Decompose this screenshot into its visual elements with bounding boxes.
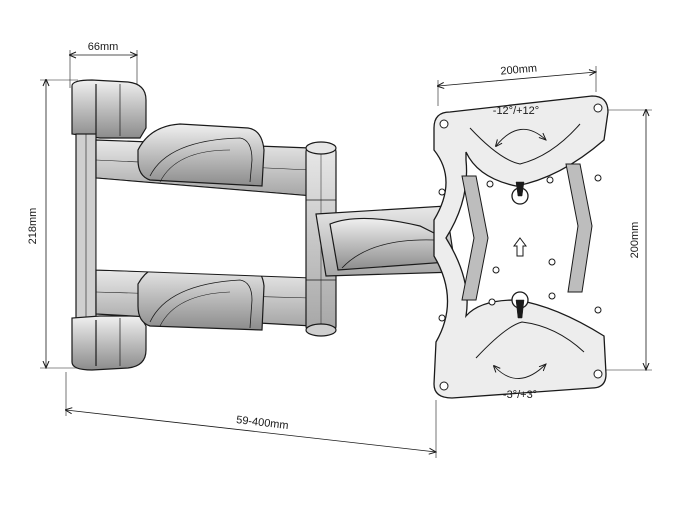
dimension-extension: 59-400mm [66,372,436,458]
wall-plate [71,79,147,371]
height-label: 218mm [27,208,39,245]
mounting-hole [439,381,449,391]
depth-label: 66mm [88,41,119,53]
extension-label: 59-400mm [236,414,290,432]
dimension-vesa-height: 200mm [606,110,652,370]
tilt-indicator: -12°/+12° [493,105,546,146]
mounting-hole [594,306,602,314]
mounting-hole [593,369,603,379]
tilt-label: -12°/+12° [493,105,539,117]
mounting-holes [438,103,603,391]
mounting-hole [488,298,496,306]
vesa-plate [433,95,609,399]
front-arm [315,205,457,277]
dimension-height-218: 218mm [27,80,78,368]
swivel-indicator: -3°/+3° [494,364,546,401]
mounting-hole [548,292,556,300]
mounting-hole [492,266,500,274]
mounting-hole [593,103,603,113]
mounting-hole [546,176,554,184]
mounting-hole [548,258,556,266]
mounting-hole [486,180,494,188]
dimension-depth-66: 66mm [70,41,137,88]
mounting-hole [438,314,446,322]
mounting-hole [438,188,446,196]
vesa-height-label: 200mm [629,222,641,259]
dimension-vesa-width: 200mm [438,62,596,106]
mounting-hole [439,119,449,129]
lower-arm [95,261,313,331]
center-support [95,177,313,279]
vesa-width-label: 200mm [500,62,538,77]
mounting-hole [594,174,602,182]
swivel-label: -3°/+3° [503,389,537,401]
